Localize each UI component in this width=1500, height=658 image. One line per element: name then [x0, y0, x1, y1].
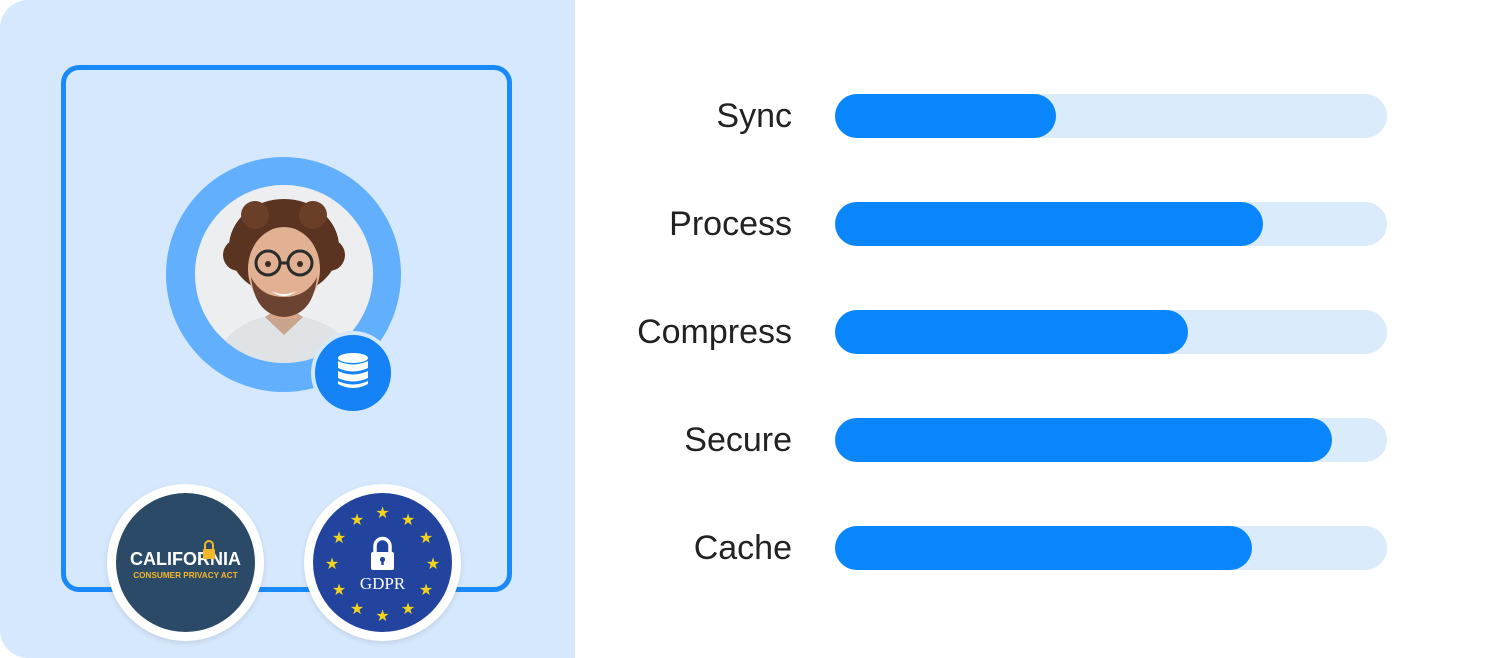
eu-stars-icon: ★ ★ ★ ★ ★ ★ ★ ★ ★ ★ ★ ★ [325, 503, 440, 625]
progress-row-process: Process [600, 200, 1500, 248]
svg-text:★: ★ [332, 528, 346, 547]
padlock-icon [371, 536, 394, 570]
progress-track [835, 310, 1387, 354]
svg-text:★: ★ [419, 528, 433, 547]
padlock-icon [203, 540, 215, 559]
progress-track [835, 202, 1387, 246]
progress-track [835, 418, 1387, 462]
progress-row-cache: Cache [600, 524, 1500, 572]
progress-list: Sync Process Compress Secure Cache [600, 0, 1500, 658]
progress-label: Secure [684, 421, 792, 459]
database-badge [311, 331, 395, 415]
progress-row-secure: Secure [600, 416, 1500, 464]
gdpr-label: GDPR [360, 574, 406, 593]
gdpr-badge: ★ ★ ★ ★ ★ ★ ★ ★ ★ ★ ★ ★ [304, 484, 461, 641]
progress-label: Cache [693, 529, 792, 567]
profile-panel: CALIFORNIA CONSUMER PRIVACY ACT ★ ★ ★ ★ [0, 0, 575, 658]
progress-row-sync: Sync [600, 92, 1500, 140]
progress-label: Process [669, 205, 792, 243]
profile-frame [61, 65, 512, 592]
progress-fill [835, 202, 1263, 246]
svg-text:★: ★ [350, 510, 364, 529]
progress-row-compress: Compress [600, 308, 1500, 356]
progress-fill [835, 526, 1252, 570]
progress-label: Sync [716, 97, 792, 135]
svg-text:★: ★ [375, 503, 389, 522]
progress-fill [835, 418, 1332, 462]
svg-text:★: ★ [325, 554, 339, 573]
svg-text:★: ★ [426, 554, 440, 573]
ccpa-subtitle: CONSUMER PRIVACY ACT [133, 571, 237, 580]
progress-label: Compress [637, 313, 792, 351]
svg-text:★: ★ [332, 580, 346, 599]
ccpa-title: CALIFORNIA [130, 549, 241, 569]
database-icon [336, 352, 370, 395]
svg-text:★: ★ [375, 606, 389, 625]
progress-fill [835, 94, 1056, 138]
progress-fill [835, 310, 1189, 354]
progress-track [835, 526, 1387, 570]
ccpa-badge: CALIFORNIA CONSUMER PRIVACY ACT [107, 484, 264, 641]
svg-text:★: ★ [350, 599, 364, 618]
svg-text:★: ★ [401, 510, 415, 529]
svg-text:★: ★ [401, 599, 415, 618]
progress-track [835, 94, 1387, 138]
svg-text:★: ★ [419, 580, 433, 599]
